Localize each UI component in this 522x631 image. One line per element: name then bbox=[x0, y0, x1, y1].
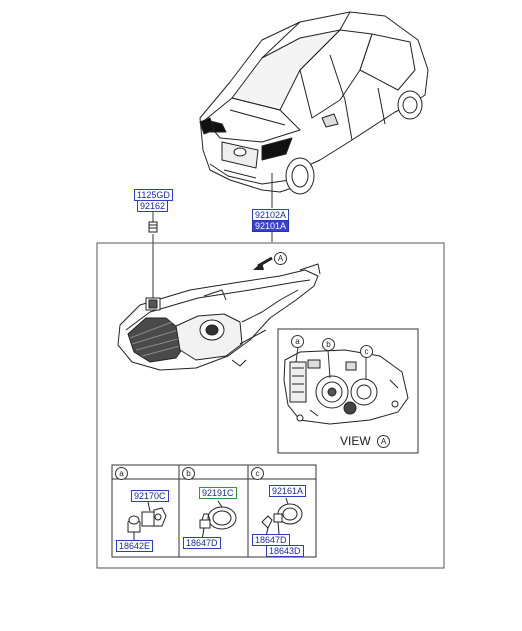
headlamp-assembly bbox=[117, 263, 321, 371]
part-18642e[interactable]: 18642E bbox=[116, 540, 154, 552]
view-a-caption: VIEW bbox=[340, 434, 371, 448]
callout-a-view: a bbox=[291, 335, 304, 348]
view-a-frame bbox=[277, 328, 419, 454]
part-92162[interactable]: 92162 bbox=[137, 200, 169, 212]
part-18643d[interactable]: 18643D bbox=[266, 545, 304, 557]
leader-lines bbox=[152, 173, 273, 298]
box-b-label: b bbox=[182, 467, 195, 480]
box-c-label: c bbox=[251, 467, 264, 480]
callout-c-view: c bbox=[360, 345, 373, 358]
bulb-b-parts bbox=[199, 500, 237, 541]
bulb-a-parts bbox=[127, 501, 167, 540]
bulb-c-parts bbox=[261, 497, 303, 547]
view-a-caption-circle: A bbox=[377, 435, 390, 448]
view-label: VIEW bbox=[340, 434, 371, 448]
callout-a-arrow: A bbox=[274, 252, 287, 265]
part-18647d-b[interactable]: 18647D bbox=[183, 537, 221, 549]
bulb-boxes bbox=[111, 464, 317, 558]
part-92161a[interactable]: 92161A bbox=[269, 485, 307, 497]
part-92191c[interactable]: 92191C bbox=[199, 487, 237, 499]
view-a-arrow bbox=[253, 256, 273, 270]
car-illustration bbox=[199, 11, 429, 195]
main-frame bbox=[96, 242, 445, 569]
box-a-label: a bbox=[115, 467, 128, 480]
callout-b-view: b bbox=[322, 338, 335, 351]
view-a-lamp bbox=[283, 349, 409, 425]
bolt bbox=[148, 221, 158, 233]
part-92170c[interactable]: 92170C bbox=[131, 490, 169, 502]
view-a-leaders bbox=[295, 346, 367, 380]
part-92101a[interactable]: 92101A bbox=[252, 220, 290, 232]
